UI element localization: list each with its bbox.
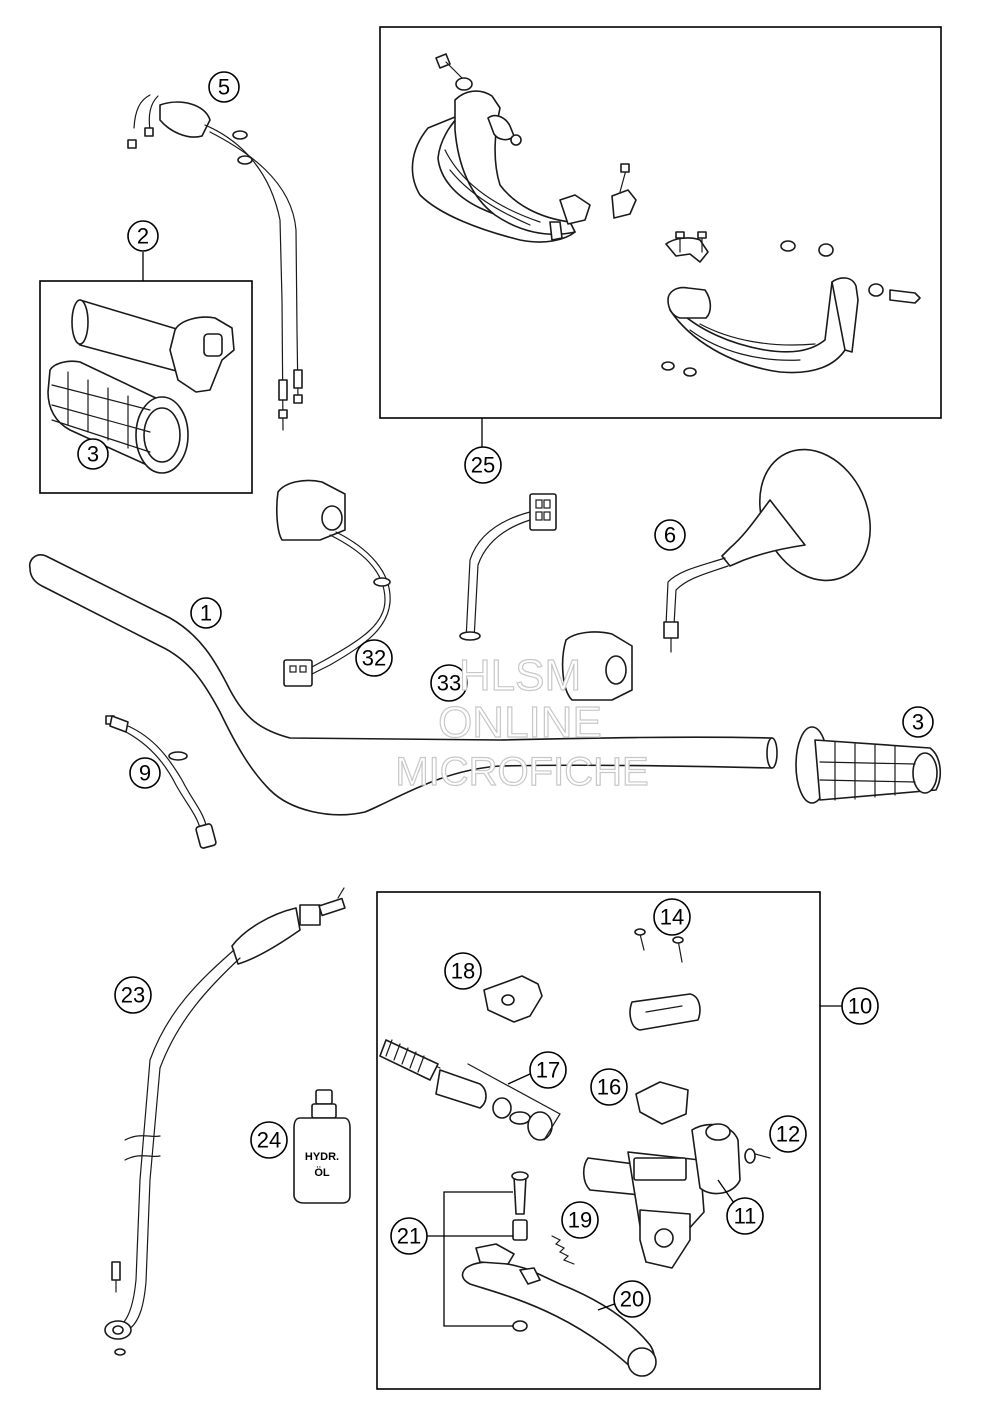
hydraulic-line (104, 887, 346, 1356)
callout-5: 5 (208, 71, 240, 103)
svg-text:11: 11 (734, 1204, 757, 1229)
right-grip (795, 726, 942, 804)
svg-text:16: 16 (597, 1075, 621, 1100)
svg-text:HLSM: HLSM (459, 651, 581, 700)
svg-text:MICROFICHE: MICROFICHE (395, 750, 648, 794)
handlebar (28, 554, 778, 816)
svg-text:21: 21 (397, 1224, 421, 1249)
svg-text:2: 2 (137, 224, 149, 249)
brake-master-cylinder-parts (379, 928, 771, 1377)
callout-19: 19 (561, 1201, 599, 1239)
callout-11: 11 (726, 1197, 764, 1235)
callout-23: 23 (114, 976, 152, 1014)
svg-text:19: 19 (568, 1208, 592, 1233)
throttle-grip-assembly (47, 299, 235, 474)
callout-12: 12 (769, 1115, 807, 1153)
oil-label-line1: HYDR. (305, 1151, 339, 1163)
switch-cable (105, 715, 217, 849)
svg-text:14: 14 (660, 905, 684, 930)
callout-17: 17 (529, 1051, 567, 1089)
svg-text:25: 25 (471, 453, 495, 478)
callout-33: 33 (430, 664, 468, 702)
callout-9: 9 (129, 757, 161, 789)
watermark: HLSM ONLINE MICROFICHE (395, 650, 650, 794)
left-switch (276, 479, 391, 687)
callout-3-right: 3 (902, 706, 934, 738)
handguard-group-box (379, 26, 942, 419)
callout-10: 10 (841, 987, 879, 1025)
callout-32: 32 (355, 639, 393, 677)
svg-text:23: 23 (121, 983, 145, 1008)
callout-3-left: 3 (77, 438, 109, 470)
callout-21: 21 (390, 1217, 428, 1255)
right-switch (459, 493, 633, 701)
svg-text:3: 3 (87, 442, 99, 467)
callout-6: 6 (654, 519, 686, 551)
svg-text:20: 20 (620, 1287, 644, 1312)
svg-text:10: 10 (848, 994, 872, 1019)
svg-text:18: 18 (451, 959, 475, 984)
callout-1: 1 (190, 597, 222, 629)
svg-text:12: 12 (776, 1122, 800, 1147)
svg-text:9: 9 (139, 761, 151, 786)
throttle-cables (127, 94, 303, 431)
svg-text:32: 32 (362, 646, 386, 671)
svg-text:33: 33 (437, 671, 461, 696)
leader-lines (142, 252, 842, 1327)
mirror (663, 448, 871, 653)
svg-text:ONLINE: ONLINE (438, 698, 602, 747)
oil-bottle: HYDR. ÖL (293, 1089, 351, 1204)
brake-master-cylinder-group-box (376, 891, 821, 1390)
callout-20: 20 (613, 1280, 651, 1318)
callout-16: 16 (590, 1068, 628, 1106)
svg-text:3: 3 (912, 710, 924, 735)
svg-text:17: 17 (536, 1058, 560, 1083)
callout-2: 2 (127, 220, 159, 252)
throttle-grip-group-box (39, 280, 253, 494)
svg-text:5: 5 (218, 75, 230, 100)
callout-24: 24 (250, 1121, 288, 1159)
handguard-set (411, 53, 921, 377)
callout-18: 18 (444, 952, 482, 990)
svg-text:1: 1 (200, 601, 212, 626)
svg-text:24: 24 (257, 1128, 281, 1153)
oil-label-line2: ÖL (314, 1166, 330, 1179)
callout-14: 14 (653, 898, 691, 936)
svg-text:6: 6 (664, 523, 676, 548)
callout-25: 25 (464, 446, 502, 484)
